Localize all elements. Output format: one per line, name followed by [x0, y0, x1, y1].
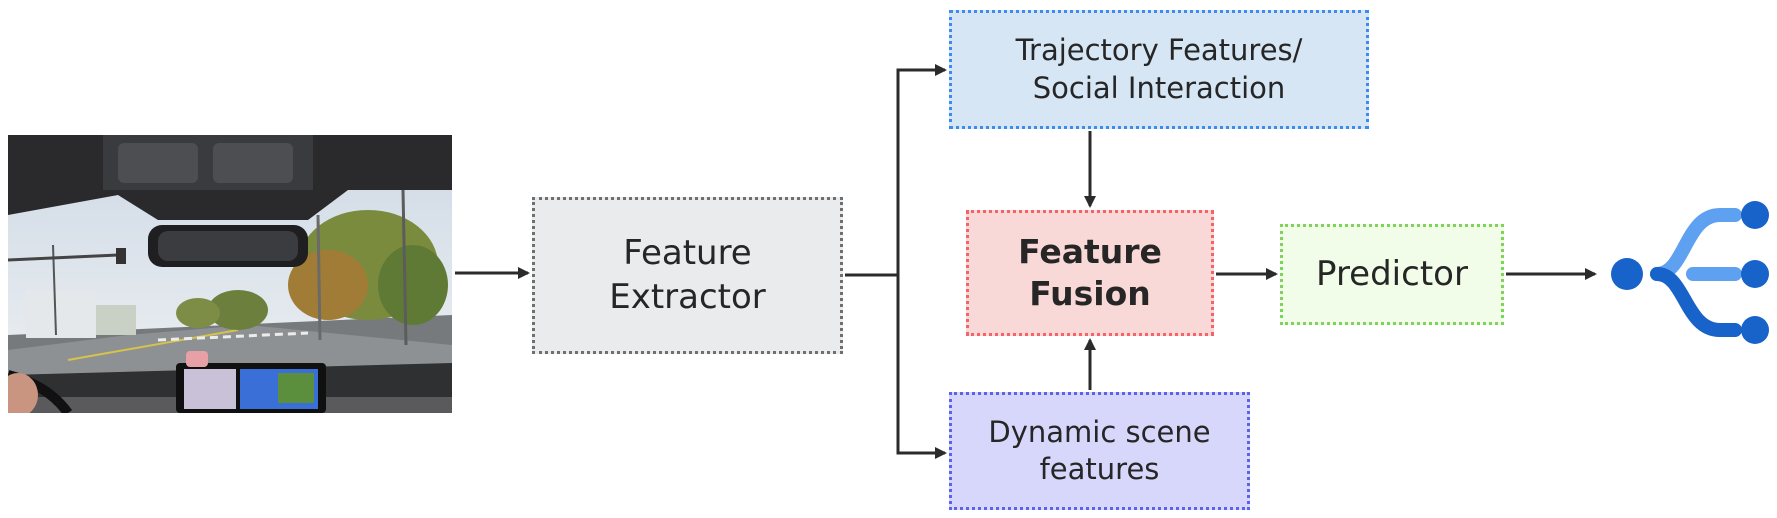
edge-to-dynamic: [896, 275, 947, 459]
feature-extractor-node: Feature Extractor: [532, 197, 843, 354]
trajectory-features-line1: Trajectory Features/: [1015, 33, 1303, 68]
dynamic-scene-node: Dynamic scene features: [949, 392, 1250, 510]
feature-fusion-line1: Feature: [1018, 231, 1162, 271]
dynamic-scene-line2: features: [1039, 452, 1160, 486]
trajectory-features-line2: Social Interaction: [1032, 70, 1286, 105]
dynamic-scene-line1: Dynamic scene: [988, 414, 1211, 449]
feature-extractor-line2: Extractor: [609, 276, 766, 317]
dashcam-scene: [8, 135, 452, 413]
feature-fusion-line2: Fusion: [1029, 274, 1151, 313]
predictor-node: Predictor: [1280, 224, 1504, 325]
trajectory-features-node: Trajectory Features/ Social Interaction: [949, 10, 1369, 129]
predictor-label: Predictor: [1316, 253, 1468, 294]
feature-extractor-line1: Feature: [623, 232, 752, 273]
edge-to-trajectory: [896, 64, 947, 275]
feature-fusion-node: Feature Fusion: [966, 210, 1214, 336]
branching-trajectories-icon: [1611, 201, 1769, 344]
dashcam-photo: [8, 135, 452, 413]
